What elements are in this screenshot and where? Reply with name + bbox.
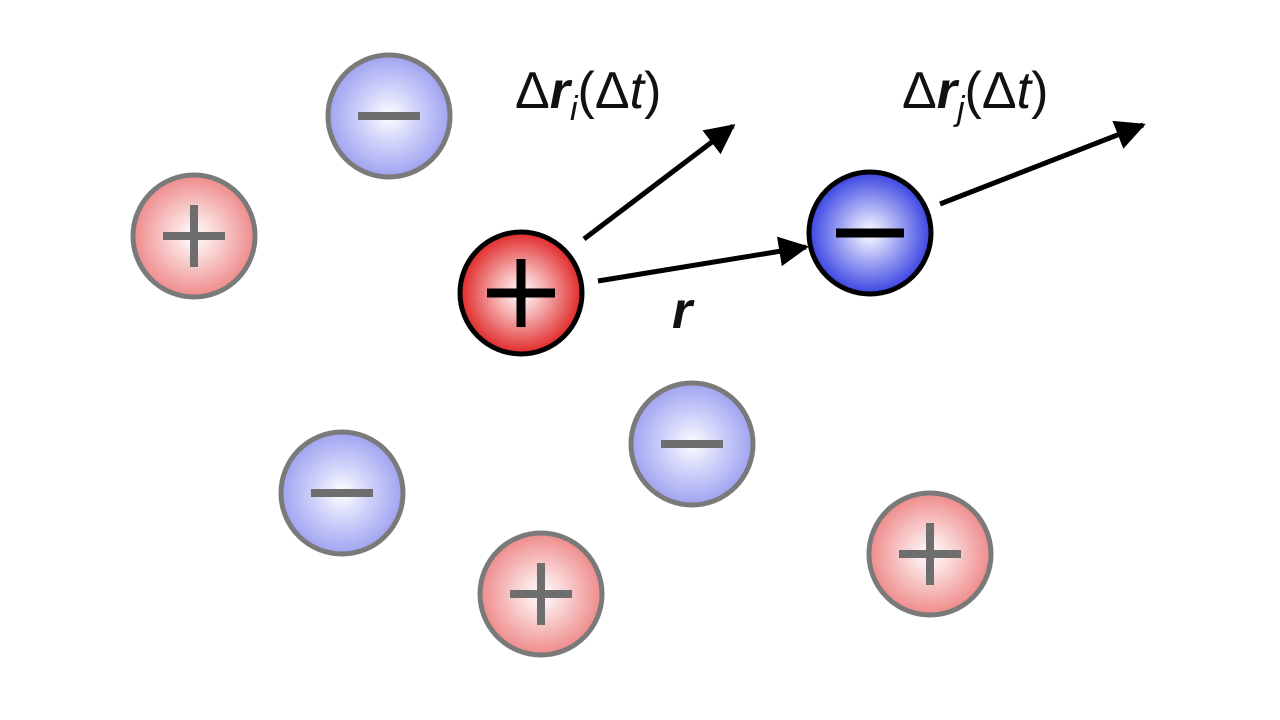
- faded-negative-ion: [325, 52, 453, 180]
- faded-negative-ion: [628, 380, 756, 508]
- faded-positive-ion: [477, 530, 605, 658]
- separation-arrow-r: [597, 236, 809, 284]
- label-separation-r: r: [672, 282, 695, 340]
- faded-positive-ion: [130, 172, 258, 300]
- faded-negative-ion: [278, 429, 406, 557]
- label-delta-r-j: Δrj(Δt): [902, 62, 1048, 128]
- displacement-arrow-j: [939, 120, 1146, 207]
- faded-positive-ion: [866, 490, 994, 618]
- positive-ion-i: [457, 229, 585, 357]
- negative-ion-j: [806, 169, 934, 297]
- displacement-arrow-i: [582, 124, 736, 241]
- label-delta-r-i: Δri(Δt): [515, 62, 661, 128]
